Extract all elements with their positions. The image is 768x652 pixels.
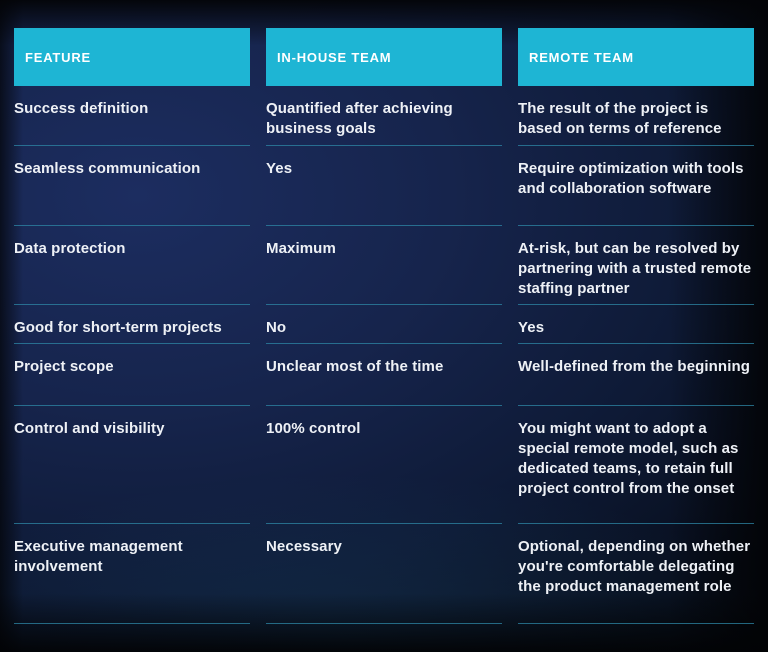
cell-r5-remote: Well-defined from the beginning xyxy=(518,344,754,406)
cell-r4-feature: Good for short-term projects xyxy=(14,305,250,344)
cell-r7-feature: Executive management involvement xyxy=(14,524,250,624)
cell-r1-inhouse: Quantified after achieving business goal… xyxy=(266,86,502,146)
cell-r3-remote: At-risk, but can be resolved by partneri… xyxy=(518,226,754,305)
comparison-table: FEATURE IN-HOUSE TEAM REMOTE TEAM Succes… xyxy=(14,28,754,624)
cell-r5-inhouse: Unclear most of the time xyxy=(266,344,502,406)
cell-r2-remote: Require optimization with tools and coll… xyxy=(518,146,754,226)
cell-r2-inhouse: Yes xyxy=(266,146,502,226)
cell-r1-feature: Success definition xyxy=(14,86,250,146)
cell-r4-inhouse: No xyxy=(266,305,502,344)
column-header-inhouse-team: IN-HOUSE TEAM xyxy=(266,28,502,86)
cell-r7-inhouse: Necessary xyxy=(266,524,502,624)
column-header-remote-team: REMOTE TEAM xyxy=(518,28,754,86)
cell-r2-feature: Seamless communication xyxy=(14,146,250,226)
cell-r6-inhouse: 100% control xyxy=(266,406,502,524)
cell-r1-remote: The result of the project is based on te… xyxy=(518,86,754,146)
cell-r3-inhouse: Maximum xyxy=(266,226,502,305)
cell-r7-remote: Optional, depending on whether you're co… xyxy=(518,524,754,624)
cell-r5-feature: Project scope xyxy=(14,344,250,406)
cell-r4-remote: Yes xyxy=(518,305,754,344)
column-header-feature: FEATURE xyxy=(14,28,250,86)
column-header-inhouse-team-label: IN-HOUSE TEAM xyxy=(277,49,392,65)
cell-r3-feature: Data protection xyxy=(14,226,250,305)
cell-r6-remote: You might want to adopt a special remote… xyxy=(518,406,754,524)
cell-r6-feature: Control and visibility xyxy=(14,406,250,524)
column-header-remote-team-label: REMOTE TEAM xyxy=(529,49,634,65)
column-header-feature-label: FEATURE xyxy=(25,49,92,65)
